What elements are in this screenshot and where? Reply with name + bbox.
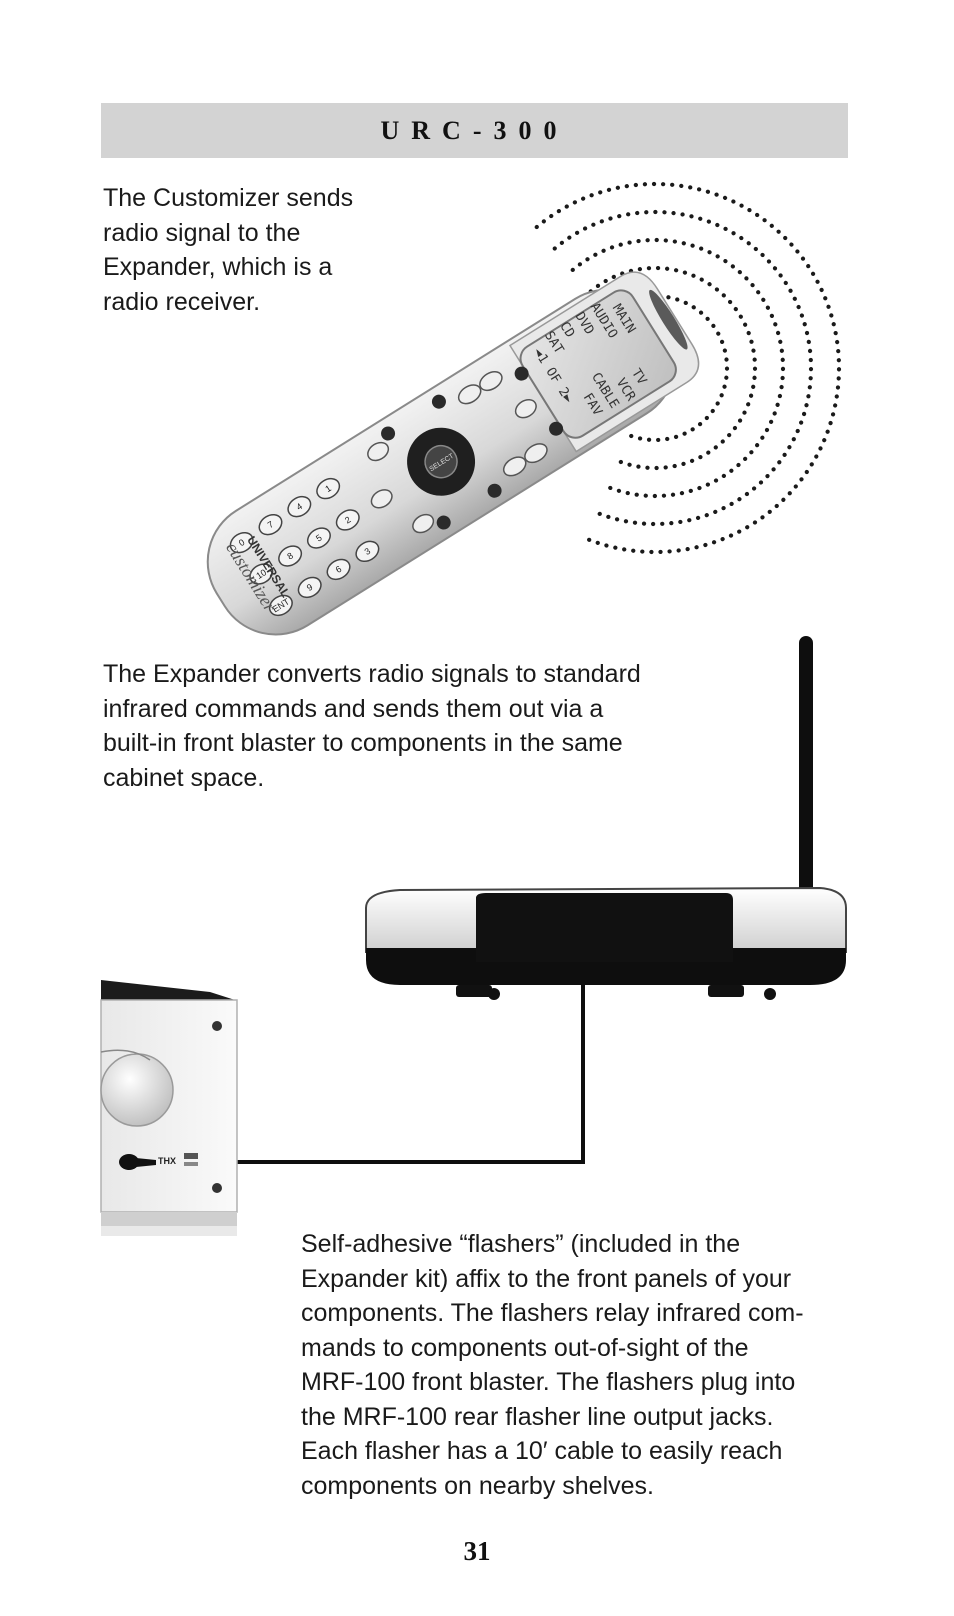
numpad-key-label: 9 [305, 582, 315, 593]
text-line: cabinet space. [103, 763, 265, 792]
numpad-key-label: 3 [363, 546, 373, 557]
page-header-title: URC-300 [380, 115, 569, 145]
text-line: mands to components out-of-sight of the [301, 1333, 749, 1362]
text-line: infrared commands and sends them out via… [103, 694, 604, 723]
numpad-key [229, 531, 254, 554]
text-line: components. The flashers relay infrared … [301, 1299, 804, 1327]
audio-component: THX [100, 980, 238, 1236]
text-line: Each flasher has a 10′ cable to easily r… [301, 1437, 783, 1465]
numpad-key-label: 7 [266, 519, 276, 530]
numpad-key [326, 558, 351, 581]
text-line: MRF-100 front blaster. The flashers plug… [301, 1368, 796, 1396]
numpad-key [287, 495, 312, 518]
customizer-remote: MAIN AUDIO TV DVD VCR CD CABLE SAT FAV ◄… [206, 271, 700, 636]
screw [212, 1021, 222, 1031]
text-line: Expander, which is a [103, 253, 333, 281]
text-line: Self-adhesive “flashers” (included in th… [301, 1230, 741, 1258]
text-line: radio signal to the [103, 218, 301, 247]
numpad-key [355, 540, 380, 563]
flashers-description: Self-adhesive “flashers” (included in th… [301, 1227, 804, 1503]
numpad-key-label: 4 [295, 501, 305, 512]
text-line: The Expander converts radio signals to s… [103, 660, 641, 688]
foot [708, 985, 744, 997]
remote-buttons [367, 370, 548, 534]
text-line: Expander kit) affix to the front panels … [301, 1264, 792, 1293]
text-line: components on nearby shelves. [301, 1471, 654, 1500]
numpad-key-label: 0 [237, 537, 247, 548]
customizer-description: The Customizer sends radio signal to the… [103, 181, 353, 319]
text-line: the MRF-100 rear flasher line output jac… [301, 1402, 774, 1431]
numpad-key-label: 6 [334, 564, 344, 575]
flasher-emitter [119, 1154, 139, 1170]
front-blaster-window [476, 893, 733, 962]
numpad-key [249, 563, 274, 585]
numpad-key [335, 509, 360, 531]
signal-arc [588, 265, 758, 471]
thx-label: THX [158, 1156, 176, 1166]
lcd-label: CD [556, 319, 577, 340]
header-bar: URC-300 [101, 103, 848, 158]
signal-arc [570, 237, 786, 499]
lcd-label: TV [628, 366, 649, 387]
page-number: 31 [463, 1536, 491, 1566]
numpad-key-label: 5 [314, 532, 324, 543]
expander-device [365, 636, 847, 1000]
text-line: built-in front blaster to components in … [103, 729, 623, 757]
numpad-key-label: 1 [323, 483, 333, 494]
antenna [799, 636, 813, 904]
numpad-key [278, 545, 303, 567]
numpad-key [258, 513, 283, 536]
ir-window [649, 289, 688, 350]
numpad-key [268, 594, 293, 617]
volume-knob [100, 1053, 174, 1127]
select-button [424, 444, 458, 479]
signal-arc [552, 209, 814, 527]
transport-buttons [381, 366, 564, 530]
numpad-key-label: 10 [254, 567, 268, 581]
flasher-cable [150, 980, 585, 1164]
expander-description: The Expander converts radio signals to s… [103, 657, 641, 795]
text-line: radio receiver. [103, 287, 261, 316]
numpad-key [316, 477, 341, 500]
numpad-key [306, 527, 331, 549]
numpad-key [297, 576, 322, 599]
foot [456, 985, 492, 997]
text-line: The Customizer sends [103, 184, 354, 212]
numpad-key-label: 2 [343, 514, 353, 525]
numpad-key-label: 8 [285, 550, 295, 561]
screw [212, 1183, 222, 1193]
signal-arc [534, 181, 842, 555]
